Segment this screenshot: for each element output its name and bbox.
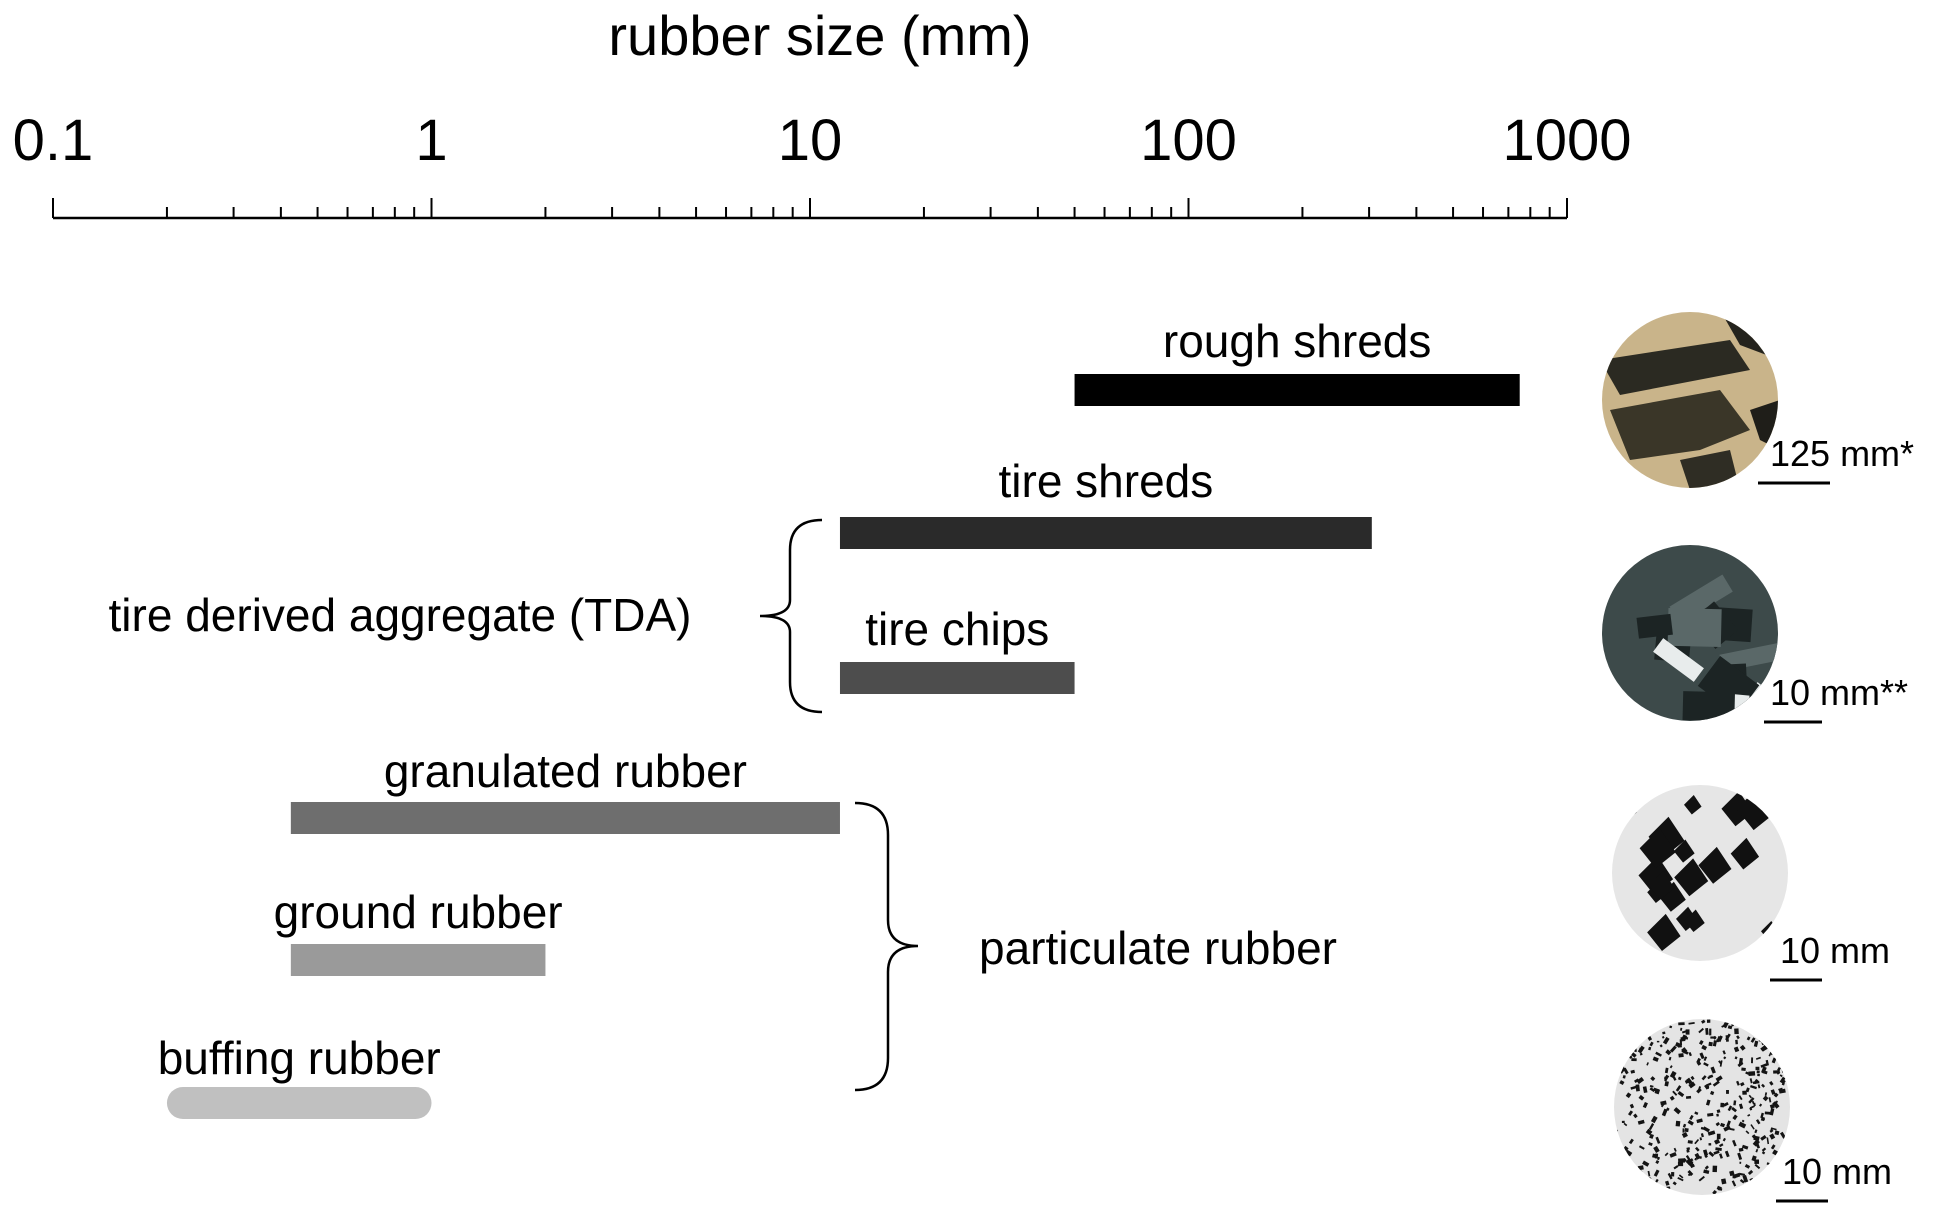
bar-tire-shreds [839,517,1372,549]
axis-title: rubber size (mm) [608,4,1031,67]
bar-label: ground rubber [274,886,563,938]
bar-granulated-rubber [290,802,840,834]
group-label-particulate: particulate rubber [979,922,1337,974]
sample-photos: 125 mm* 10 mm** 10 mm 10 mm [1602,312,1914,1203]
bar-label: tire shreds [999,455,1214,507]
bar-label: tire chips [865,603,1049,655]
brace-tda [759,518,823,714]
bar-rough-shreds [1074,374,1520,406]
sample-photo-buffing-rubber [1614,1019,1790,1195]
sample-photo-rough-shreds [1602,312,1778,488]
tick-label: 0.1 [13,108,94,173]
scale-label: 125 mm* [1770,433,1914,474]
bar-label: buffing rubber [158,1032,441,1084]
sample-photo-tire-chips [1602,545,1778,721]
tick-label: 1 [415,108,447,173]
sample-photo-granulated-rubber [1612,785,1788,961]
bar-label: granulated rubber [384,745,747,797]
bar-tire-chips [839,662,1075,694]
scale-label: 10 mm [1780,930,1890,971]
tick-label: 10 [778,108,843,173]
scale-label: 10 mm** [1770,672,1908,713]
group-label-tda: tire derived aggregate (TDA) [109,589,692,641]
bar-buffing-rubber [166,1087,432,1119]
scale-label: 10 mm [1782,1151,1892,1192]
range-bars: rough shreds tire shreds tire chips granula… [158,315,1520,1119]
group-brackets: tire derived aggregate (TDA) particulate … [109,518,1337,1092]
tick-label: 100 [1140,108,1237,173]
bar-ground-rubber [290,944,546,976]
tick-label: 1000 [1502,108,1631,173]
x-axis: 0.1 1 10 100 1000 [13,108,1632,220]
bar-label: rough shreds [1163,315,1432,367]
brace-particulate [854,801,919,1092]
